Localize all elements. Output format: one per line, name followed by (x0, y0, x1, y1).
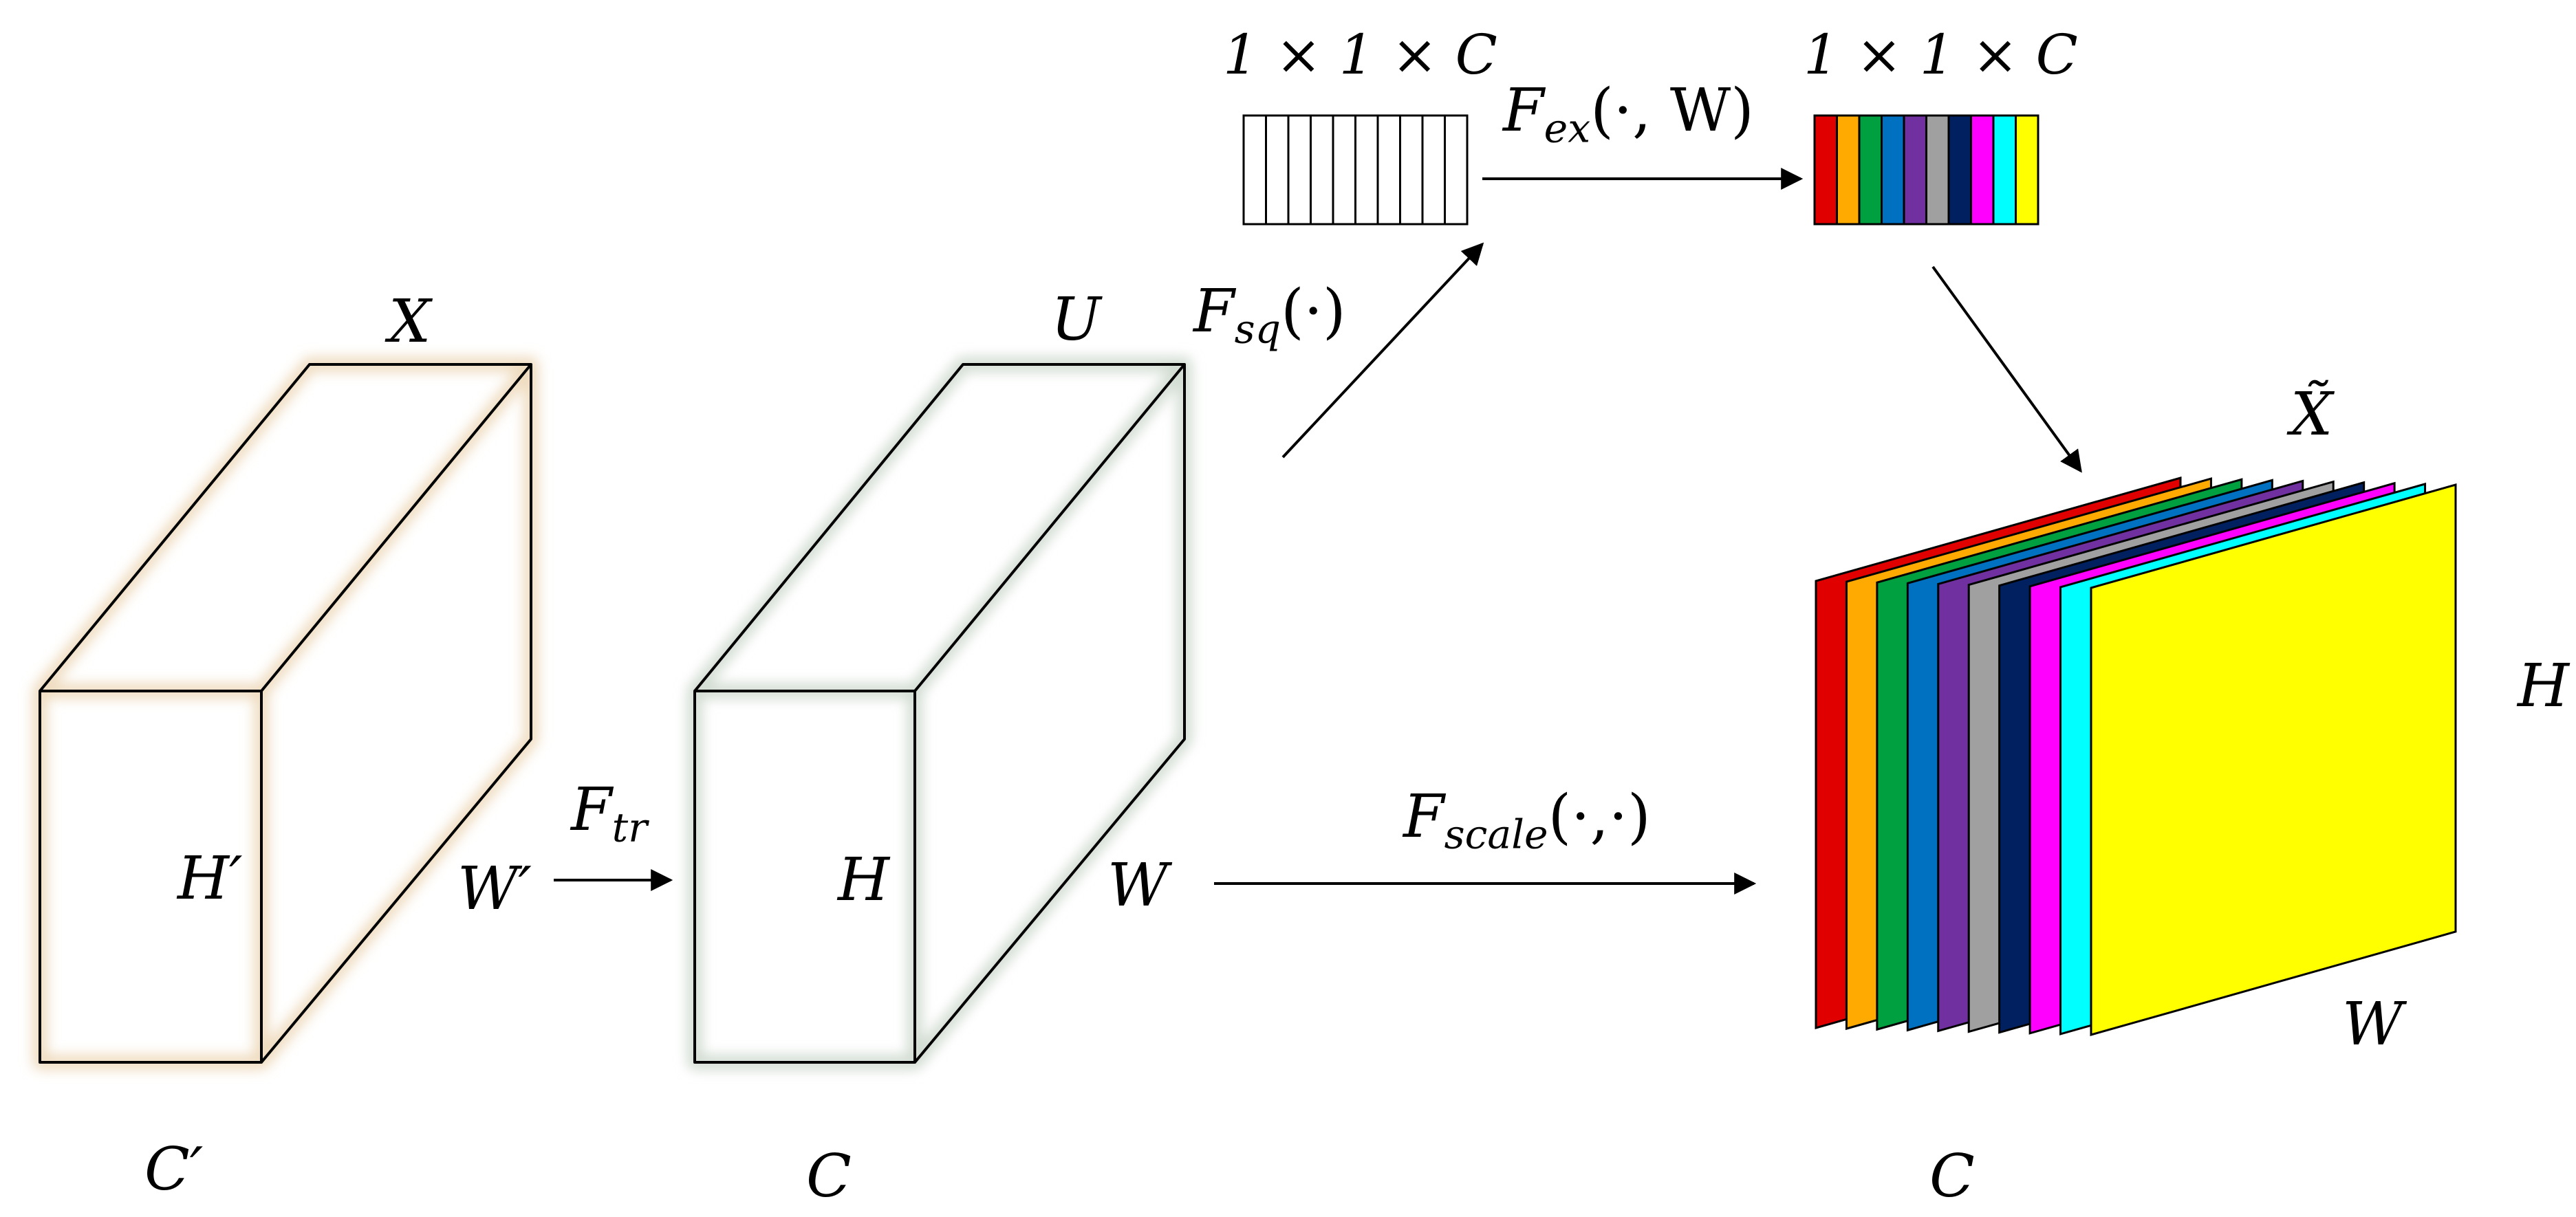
squeeze-vector-cell (1421, 114, 1446, 226)
output-channel-plane (2090, 483, 2457, 1036)
squeeze-vector-cell (1376, 114, 1401, 226)
excitation-vector-cell (1925, 114, 1950, 226)
label-f-scale: Fscale(·,·) (1403, 782, 1651, 858)
excitation-vector-cell (1836, 114, 1861, 226)
input-tensor-x-cuboid (32, 357, 539, 1070)
squeezed-vector (1242, 114, 1469, 226)
label-out-height: H (2518, 652, 2569, 721)
label-squeeze-dim: 1 × 1 × C (1223, 23, 1497, 87)
squeeze-vector-cell (1399, 114, 1424, 226)
squeeze-vector-cell (1332, 114, 1356, 226)
excitation-vector-cell (1947, 114, 1972, 226)
label-u: U (1051, 285, 1101, 354)
label-excite-dim: 1 × 1 × C (1804, 23, 2078, 87)
squeeze-vector-cell (1310, 114, 1334, 226)
excitation-vector-cell (2015, 114, 2039, 226)
label-u-channels: C (806, 1142, 852, 1211)
squeeze-vector-cell (1265, 114, 1290, 226)
label-u-width: W (1107, 851, 1169, 920)
excitation-vector-cell (1970, 114, 1995, 226)
label-f-tr: Ftr (571, 776, 648, 851)
squeeze-vector-cell (1242, 114, 1267, 226)
label-x-height: H′ (177, 844, 243, 913)
excitation-vector-cell (1858, 114, 1883, 226)
label-f-sq: Fsq(·) (1193, 277, 1346, 353)
label-x-channels: C′ (144, 1135, 204, 1204)
label-x-tilde: X̃ (2291, 380, 2333, 449)
label-out-channels: C (1929, 1142, 1975, 1211)
label-x: X (389, 287, 431, 356)
feature-tensor-u-cuboid (687, 357, 1192, 1070)
squeeze-vector-cell (1287, 114, 1312, 226)
excitation-vector (1813, 114, 2039, 226)
excitation-vector-cell (1903, 114, 1927, 226)
excitation-vector-cell (1881, 114, 1905, 226)
label-u-height: H (838, 846, 889, 914)
recalibrate-arrow (1931, 265, 2082, 473)
label-x-width: W′ (457, 855, 532, 923)
squeeze-vector-cell (1444, 114, 1469, 226)
label-out-width: W (2342, 990, 2403, 1059)
excitation-vector-cell (1992, 114, 2017, 226)
squeeze-vector-cell (1354, 114, 1379, 226)
label-f-ex: Fex(·, W) (1503, 76, 1754, 152)
output-channel-planes (1815, 476, 2457, 1036)
squeeze-arrow (1281, 242, 1484, 459)
excitation-vector-cell (1813, 114, 1838, 226)
